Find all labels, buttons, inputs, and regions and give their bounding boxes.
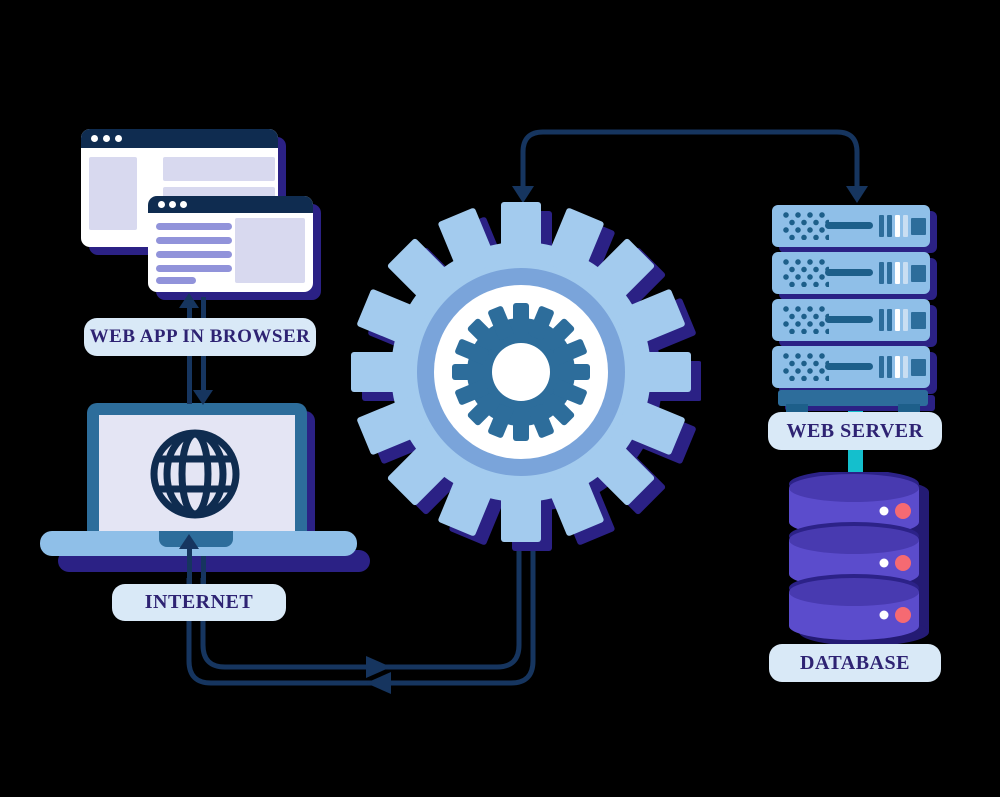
database-label: DATABASE <box>769 644 941 682</box>
internet-to-gear-pipe <box>186 540 536 694</box>
server-unit <box>772 346 930 388</box>
arrowhead-up-to-laptop <box>179 534 199 549</box>
inner-gear-hole <box>492 343 550 401</box>
window-dot <box>169 201 176 208</box>
server-led-bar <box>879 262 884 284</box>
arrowhead-down-gear <box>512 186 534 203</box>
server-led-bar <box>879 356 884 378</box>
connector-line <box>201 354 206 391</box>
server-led-bar <box>895 356 900 378</box>
browser-titlebar <box>148 196 313 213</box>
server-led-bar <box>879 309 884 331</box>
server-led-bar <box>887 309 892 331</box>
server-led-bar <box>895 215 900 237</box>
connector-line <box>201 297 206 320</box>
server-led-bar <box>903 356 908 378</box>
server-drive-square <box>911 265 926 282</box>
server-vent-dots <box>783 306 829 334</box>
window-dot <box>158 201 165 208</box>
server-led-bar <box>879 215 884 237</box>
arrowhead-right <box>366 656 391 678</box>
text-line <box>156 277 196 284</box>
server-led-bar <box>887 215 892 237</box>
internet-label-text: INTERNET <box>144 591 254 613</box>
server-led-bar <box>887 356 892 378</box>
connector-line <box>187 307 192 320</box>
database-segment <box>789 574 919 640</box>
content-block <box>89 157 137 230</box>
server-rack-base <box>778 390 928 406</box>
server-slot-bar <box>825 222 873 229</box>
laptop-icon <box>87 403 307 531</box>
browser-window-front <box>148 196 313 292</box>
web-app-label: WEB APP IN BROWSER <box>84 318 316 356</box>
laptop-screen <box>99 415 295 531</box>
server-vent-dots <box>783 212 829 240</box>
database-icon <box>789 472 929 646</box>
content-block <box>163 157 275 181</box>
window-dot <box>180 201 187 208</box>
server-unit <box>772 252 930 294</box>
server-led-bar <box>903 215 908 237</box>
window-dot <box>103 135 110 142</box>
server-slot-bar <box>825 269 873 276</box>
web-app-label-text: WEB APP IN BROWSER <box>89 326 311 347</box>
server-led-bar <box>903 262 908 284</box>
window-dot <box>91 135 98 142</box>
server-drive-square <box>911 218 926 235</box>
text-line <box>156 251 232 258</box>
server-drive-square <box>911 359 926 376</box>
server-unit <box>772 205 930 247</box>
connector-line <box>187 354 192 404</box>
window-dot <box>115 135 122 142</box>
arrowhead-down-to-laptop <box>193 390 213 405</box>
browser-titlebar <box>81 129 278 148</box>
server-drive-square <box>911 312 926 329</box>
server-rack-foot <box>898 404 920 413</box>
text-line <box>156 237 232 244</box>
connector-line <box>187 548 192 586</box>
gear-to-server-arrow <box>512 129 868 203</box>
connector-line <box>201 556 206 586</box>
arrowhead-left <box>366 672 391 694</box>
server-led-bar <box>887 262 892 284</box>
server-led-bar <box>895 309 900 331</box>
arrowhead-up-to-browser <box>179 293 199 308</box>
server-slot-bar <box>825 316 873 323</box>
content-block <box>235 218 305 283</box>
web-server-label: WEB SERVER <box>768 412 942 450</box>
internet-label: INTERNET <box>112 584 286 621</box>
text-line <box>156 223 232 230</box>
database-label-text: DATABASE <box>800 651 910 674</box>
server-vent-dots <box>783 353 829 381</box>
arrowhead-down-server <box>846 186 868 203</box>
server-vent-dots <box>783 259 829 287</box>
server-slot-bar <box>825 363 873 370</box>
server-rack-foot <box>786 404 808 413</box>
server-unit <box>772 299 930 341</box>
database-segment <box>789 522 919 588</box>
web-server-label-text: WEB SERVER <box>786 419 924 442</box>
globe-icon <box>150 429 240 519</box>
text-line <box>156 265 232 272</box>
server-led-bar <box>903 309 908 331</box>
server-led-bar <box>895 262 900 284</box>
gear-icon <box>351 202 701 551</box>
